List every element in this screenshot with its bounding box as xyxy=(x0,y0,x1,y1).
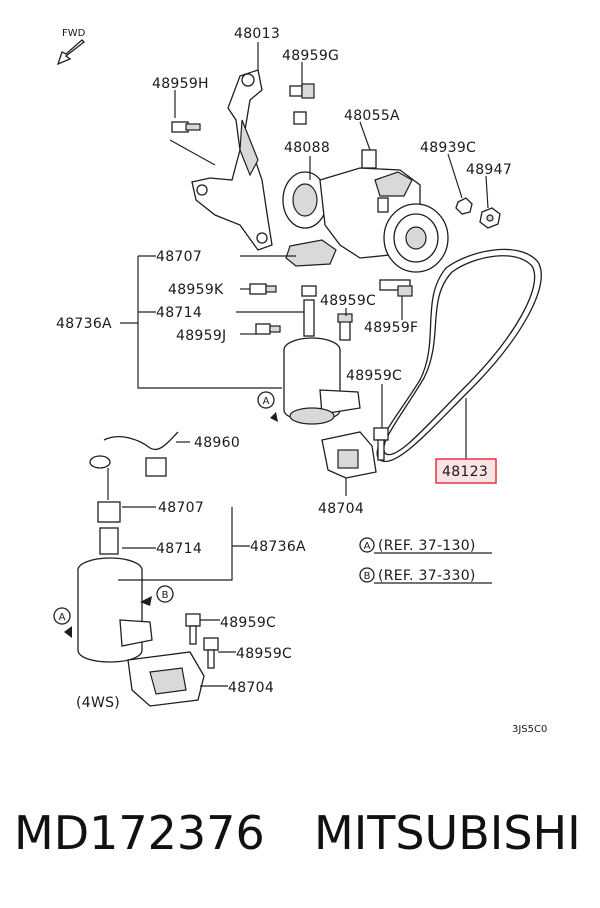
power-steering-pump xyxy=(282,149,449,273)
marker-a-label: A xyxy=(263,396,270,407)
label-48959h: 48959H xyxy=(152,76,209,92)
sensor-48960 xyxy=(89,431,179,500)
bolt-48959c-upper xyxy=(337,313,353,341)
label-48123: 48123 xyxy=(442,464,488,480)
label-48959c-c: 48959C xyxy=(220,615,276,631)
label-48959f: 48959F xyxy=(364,320,418,336)
label-48055a: 48055A xyxy=(344,108,400,124)
label-48959c-a: 48959C xyxy=(320,293,376,309)
label-48959c-b: 48959C xyxy=(346,368,402,384)
diagram-code: 3JS5C0 xyxy=(512,724,547,735)
bolt-upper-mid xyxy=(293,111,307,125)
label-48736a-bottom: 48736A xyxy=(250,539,306,555)
label-48959g: 48959G xyxy=(282,48,339,64)
label-48707-top: 48707 xyxy=(156,249,202,265)
parts-diagram: FWD xyxy=(53,26,547,735)
brand-name: MITSUBISHI xyxy=(314,806,581,860)
label-48959c-d: 48959C xyxy=(236,646,292,662)
bolt-48959g xyxy=(289,83,315,99)
marker-b-lower: B xyxy=(140,585,174,606)
label-48959k: 48959K xyxy=(168,282,224,298)
label-48088: 48088 xyxy=(284,140,330,156)
bolt-48959j xyxy=(255,323,281,335)
bolt-48959c-lower-a xyxy=(185,613,201,645)
fwd-label: FWD xyxy=(62,28,86,39)
label-48714-bottom: 48714 xyxy=(156,541,202,557)
fwd-arrow-icon: FWD xyxy=(56,28,86,66)
label-48714-top: 48714 xyxy=(156,305,202,321)
part-labels: 48013 48959G 48959H 48055A 48088 48939C … xyxy=(56,26,512,696)
part-number: MD172376 xyxy=(14,806,265,860)
svg-text:A: A xyxy=(364,541,371,552)
drive-belt xyxy=(376,248,542,463)
reference-b: B (REF. 37-330) xyxy=(359,567,476,584)
reference-a: A (REF. 37-130) xyxy=(359,537,476,554)
four-ws-note: (4WS) xyxy=(76,695,120,711)
footer: MD172376 MITSUBISHI xyxy=(0,800,600,880)
label-48704-bottom: 48704 xyxy=(228,680,274,696)
marker-a-lower: A xyxy=(53,607,72,638)
label-48013: 48013 xyxy=(234,26,280,42)
pump-bracket xyxy=(191,69,273,251)
bolt-48959f xyxy=(379,279,413,297)
reference-a-text: (REF. 37-130) xyxy=(378,538,476,554)
nut-48947 xyxy=(479,207,501,229)
bolt-48959c-lower-b xyxy=(203,637,219,669)
label-48707-bottom: 48707 xyxy=(158,500,204,516)
reservoir-lower xyxy=(77,501,153,663)
label-48947: 48947 xyxy=(466,162,512,178)
reservoir-upper xyxy=(283,285,361,425)
label-48123-highlight xyxy=(435,458,497,484)
marker-b-label: B xyxy=(162,590,169,601)
label-48704-top: 48704 xyxy=(318,501,364,517)
reservoir-cap-top xyxy=(285,239,337,267)
label-48959j: 48959J xyxy=(176,328,226,344)
svg-text:A: A xyxy=(59,612,66,623)
label-48736a-top: 48736A xyxy=(56,316,112,332)
label-48960: 48960 xyxy=(194,435,240,451)
label-48939c: 48939C xyxy=(420,140,476,156)
washer-48939c xyxy=(455,197,473,215)
bolt-48959k xyxy=(249,283,277,295)
leader-lines xyxy=(118,42,492,687)
reservoir-bracket-lower xyxy=(127,651,205,707)
marker-a-upper: A xyxy=(257,391,278,422)
bolt-48959h xyxy=(171,121,201,133)
svg-text:B: B xyxy=(364,571,371,582)
bolt-48959c-mid xyxy=(373,427,389,461)
reservoir-bracket-upper xyxy=(321,431,377,479)
reference-b-text: (REF. 37-330) xyxy=(378,568,476,584)
